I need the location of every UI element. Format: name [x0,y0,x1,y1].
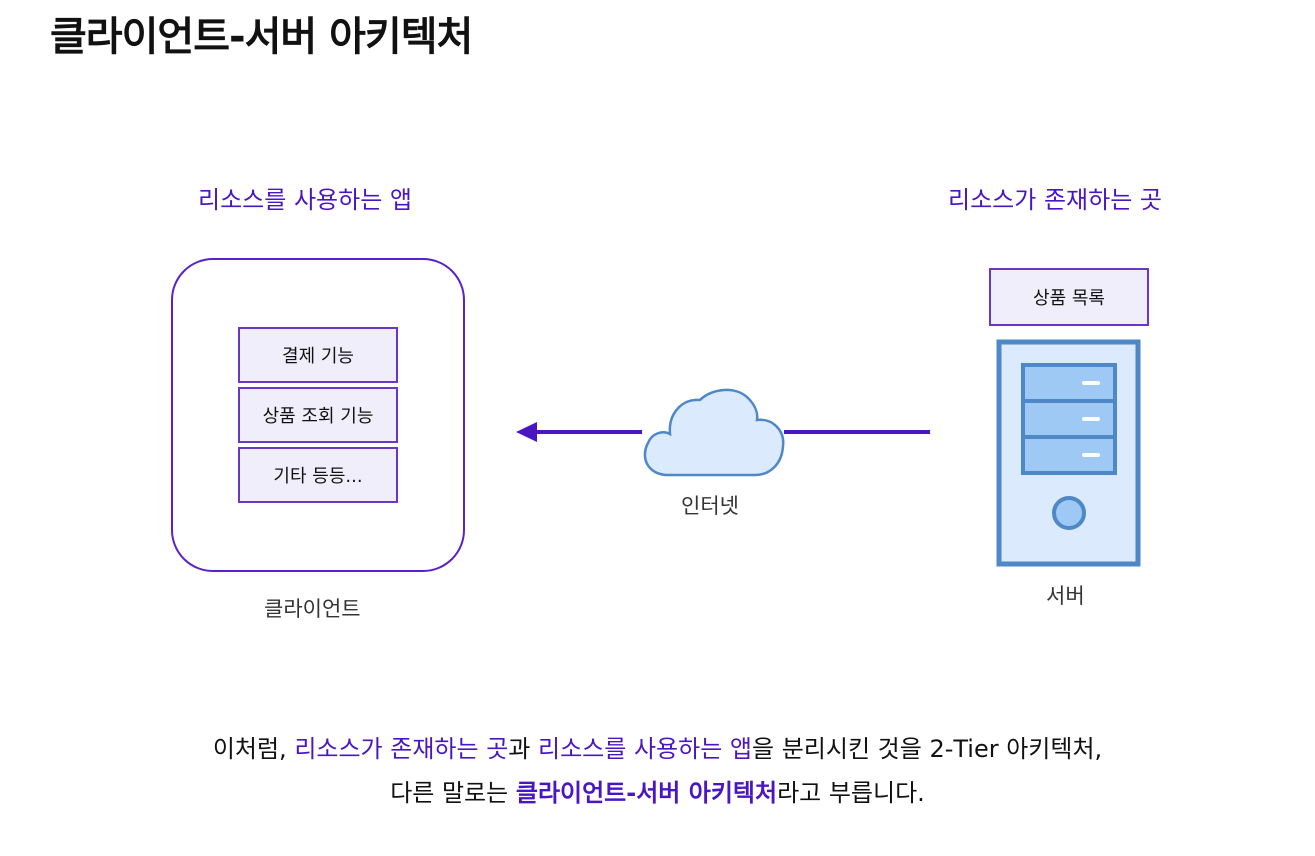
summary-line-2: 다른 말로는 클라이언트-서버 아키텍처라고 부릅니다. [0,771,1315,815]
server-caption: 리소스가 존재하는 곳 [948,186,1162,214]
summary-line-1: 이처럼, 리소스가 존재하는 곳과 리소스를 사용하는 앱을 분리시킨 것을 2… [0,727,1315,771]
feature-payment: 결제 기능 [238,327,398,383]
server-icon [996,339,1141,567]
client-caption: 리소스를 사용하는 앱 [198,186,412,214]
summary-text-part: 이처럼, [212,735,295,763]
feature-etc: 기타 등등... [238,447,398,503]
page-title: 클라이언트-서버 아키텍처 [50,14,473,60]
summary-highlight-client: 리소스를 사용하는 앱 [538,735,752,763]
summary-text-part: 다른 말로는 [390,779,516,807]
arrow-head-icon [516,422,537,442]
summary-text-part: 라고 부릅니다. [777,779,925,807]
server-label: 서버 [1046,584,1085,608]
summary-highlight-architecture: 클라이언트-서버 아키텍처 [515,779,778,807]
summary-highlight-server: 리소스가 존재하는 곳 [294,735,509,763]
feature-product-lookup: 상품 조회 기능 [238,387,398,443]
summary-text-part: 을 분리시킨 것을 2-Tier 아키텍처, [752,735,1103,763]
summary-text: 이처럼, 리소스가 존재하는 곳과 리소스를 사용하는 앱을 분리시킨 것을 2… [0,727,1315,815]
internet-label: 인터넷 [681,494,739,518]
client-label: 클라이언트 [264,597,361,621]
client-app-box [171,258,465,572]
summary-text-part: 과 [508,735,539,763]
cloud-icon [643,388,785,477]
product-list-box: 상품 목록 [989,268,1149,326]
